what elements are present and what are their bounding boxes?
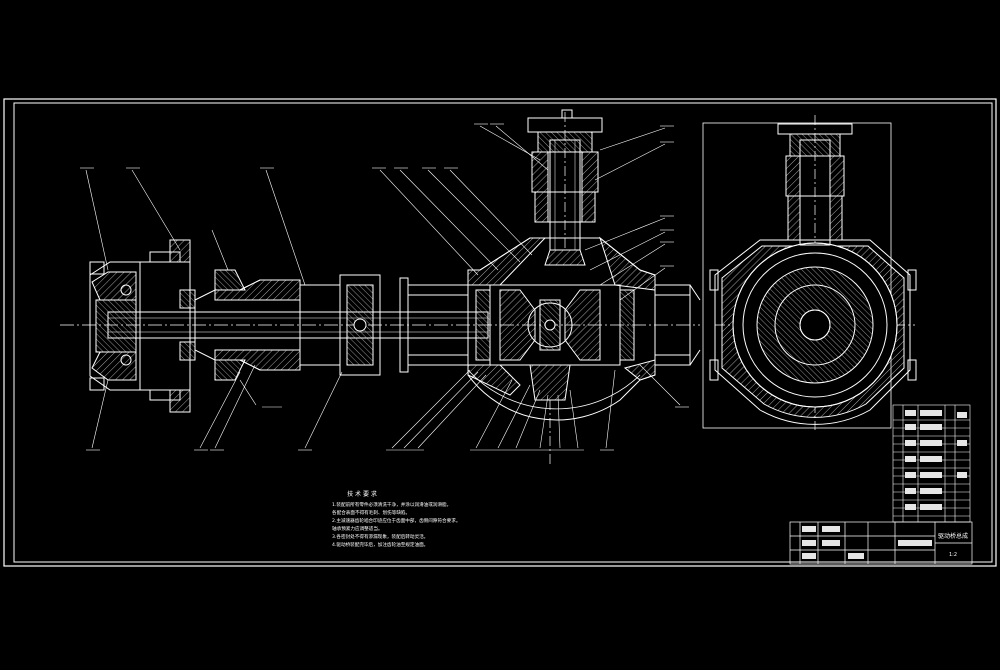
notes-line-4: 轴承预紧力应调整适当。 (332, 525, 383, 532)
leader-lines (85, 125, 681, 449)
drawing-scale: 1:2 (949, 552, 957, 558)
parts-list-fill (905, 410, 967, 510)
spring-seat (339, 274, 409, 376)
balloon-ticks (80, 123, 689, 451)
notes-line-6: 4.驱动桥装配完毕后，加注齿轮油至规定油面。 (332, 541, 428, 548)
main-section-view (60, 109, 701, 465)
pinion-input-assembly (527, 109, 603, 266)
notes-line-3: 2.主减速器齿轮啮合印迹应位于齿面中部，齿侧间隙符合要求。 (332, 517, 460, 524)
notes-line-2: 各配合表面不得有毛刺、划伤等缺陷。 (332, 509, 410, 516)
technical-notes: 技 术 要 求 1.装配前所有零件必须清洗干净，并涂以润滑油或润滑脂， 各配合表… (332, 490, 460, 548)
inner-frame (13, 102, 993, 563)
title-block (789, 521, 973, 565)
notes-title: 技 术 要 求 (347, 490, 377, 498)
side-view (702, 115, 917, 430)
differential-housing (467, 236, 656, 465)
notes-line-1: 1.装配前所有零件必须清洗干净，并涂以润滑油或润滑脂， (332, 501, 451, 508)
outer-border (3, 98, 997, 567)
housing-bottom-arc (467, 369, 641, 410)
brake-flange (139, 239, 196, 413)
wheel-hub-left (89, 261, 141, 391)
drawing-name: 驱动桥总成 (938, 532, 968, 540)
title-block-fill (802, 526, 932, 559)
axle-tube-right (654, 284, 701, 366)
notes-line-5: 3.各密封处不得有渗漏现象，装配后转动灵活。 (332, 533, 428, 540)
axle-tube-left (194, 269, 341, 381)
